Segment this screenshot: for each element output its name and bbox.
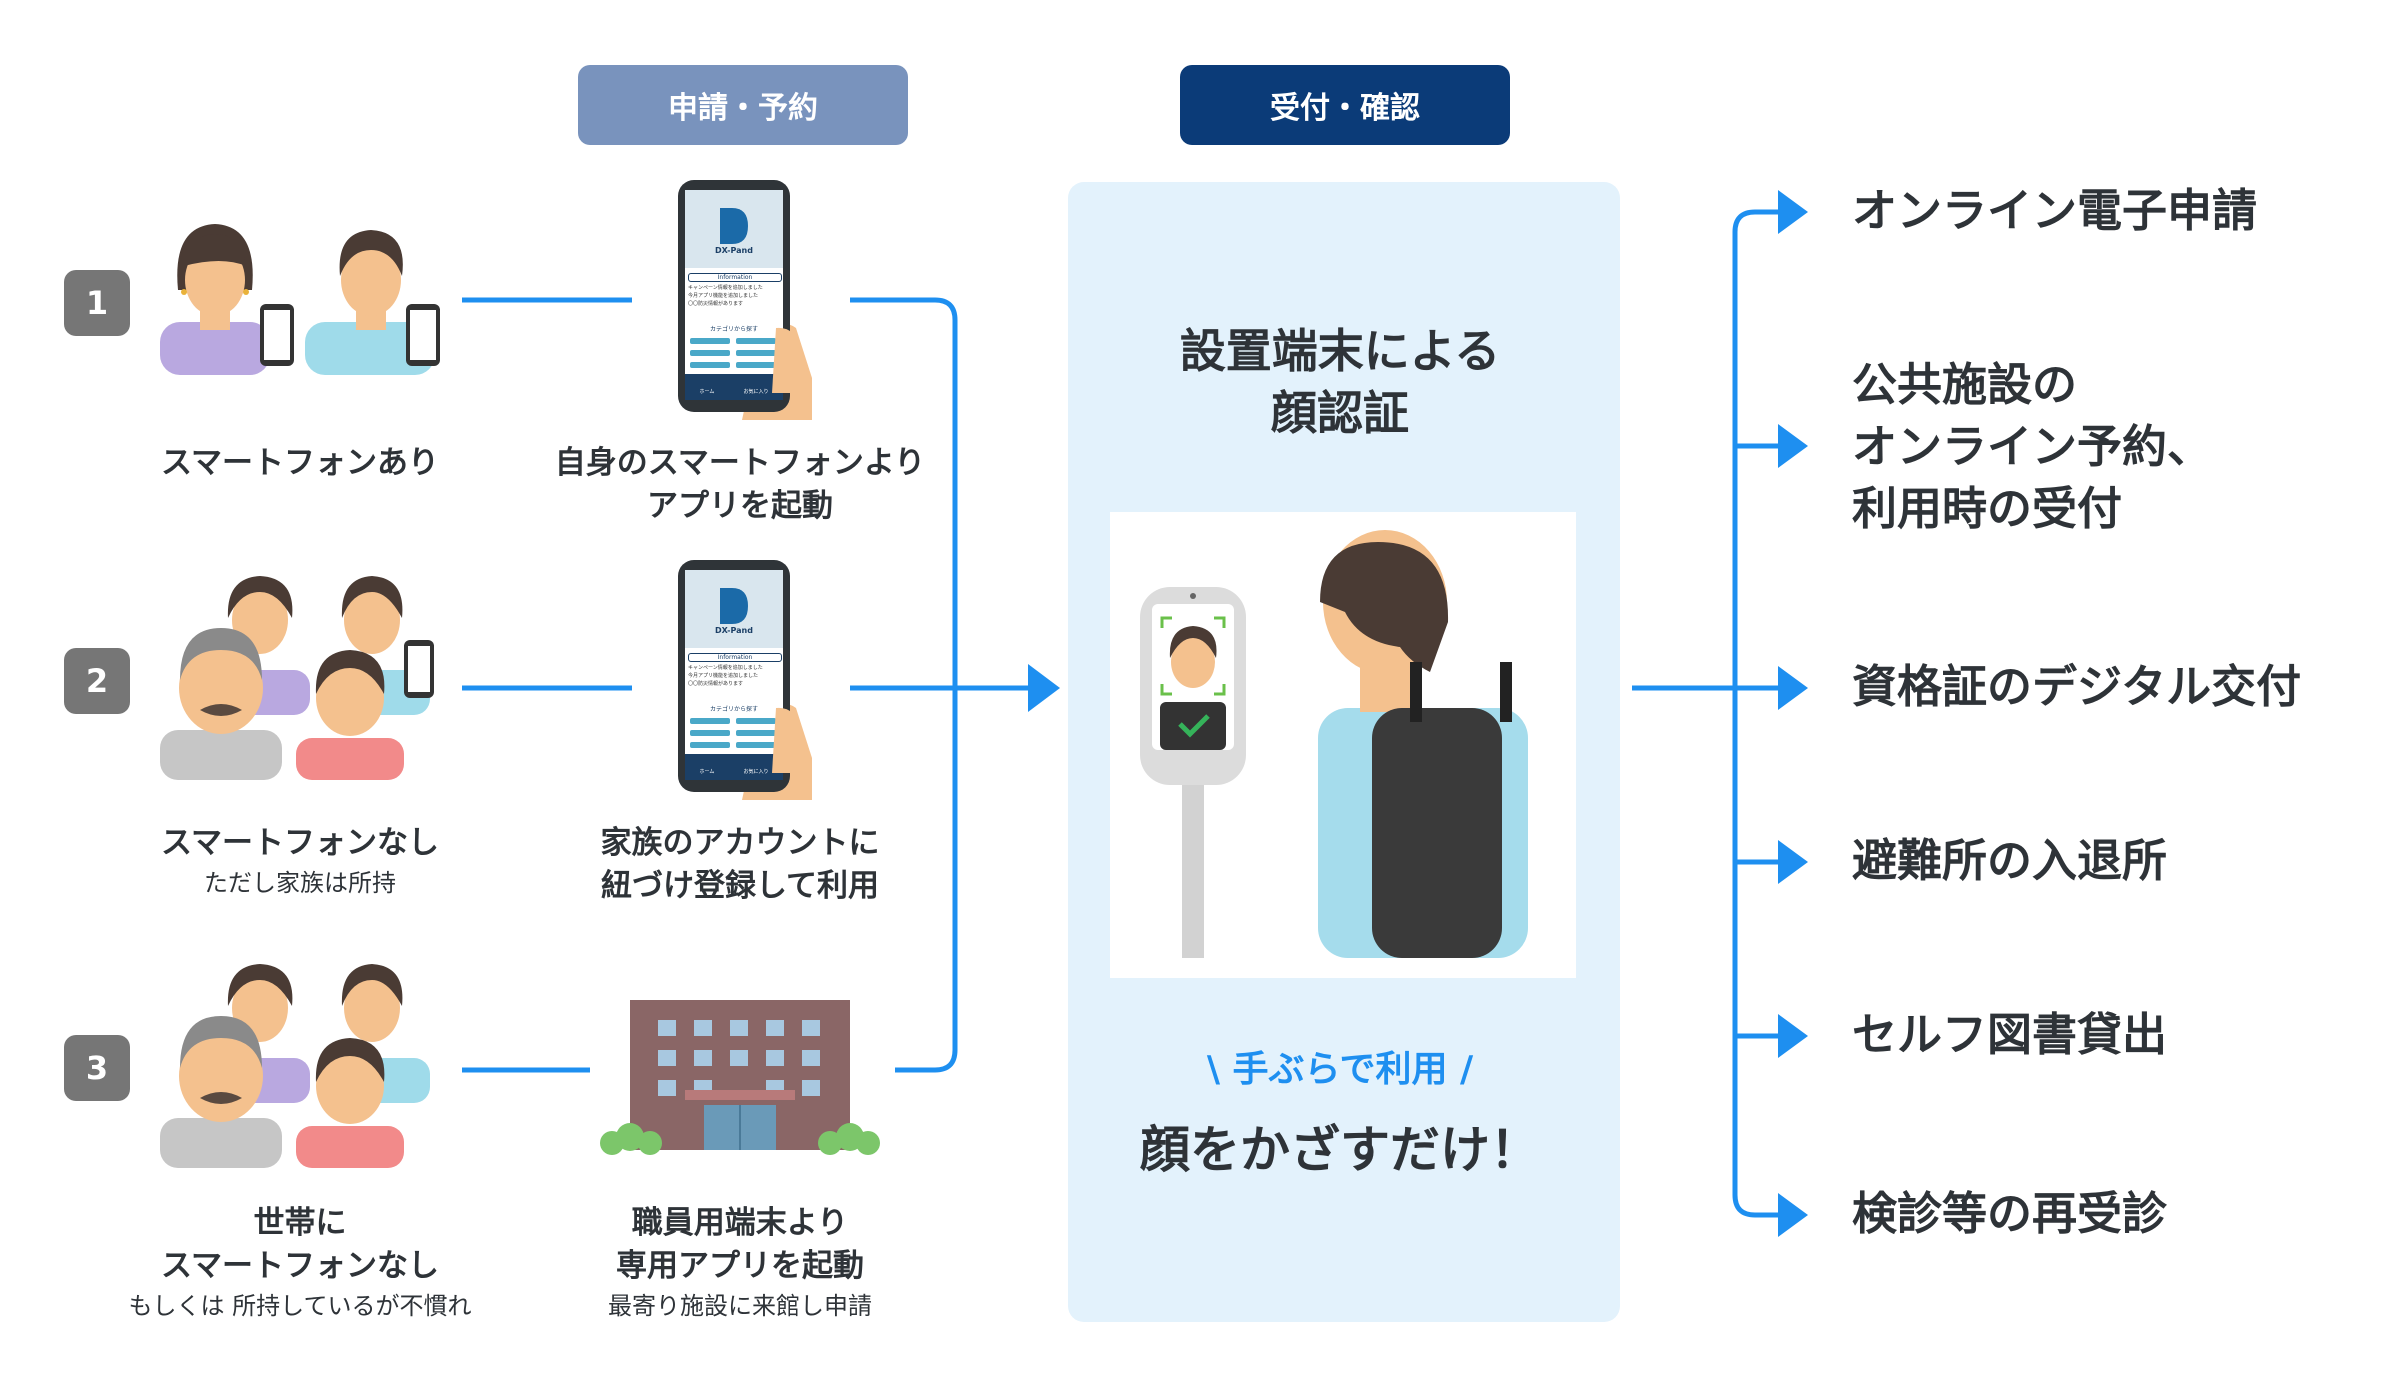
arrow-to-panel-icon — [1028, 664, 1060, 712]
row-1-method-label: 自身のスマートフォンより アプリを起動 — [554, 445, 926, 524]
row-2-method-label: 家族のアカウントに 紐づけ登録して利用 — [600, 825, 880, 904]
output-digital-certificate: 資格証のデジタル交付 — [1852, 660, 2302, 713]
headline: 顔をかざすだけ！ — [1140, 1121, 1540, 1179]
row-2-user-label: スマートフォンなし ただし家族は所持 — [130, 822, 470, 901]
tagline: \ 手ぶらで利用 / — [1206, 1049, 1474, 1090]
connector-branch-line — [1732, 209, 1780, 1218]
output-shelter-entry: 避難所の入退所 — [1852, 834, 2168, 887]
row-3-method-sub: 最寄り施設に来館し申請 — [608, 1292, 872, 1320]
row-3-user-label: 世帯に スマートフォンなし もしくは 所持しているが不慣れ — [100, 1202, 500, 1324]
phone-bottom-nav: ホームお気に入り — [699, 769, 769, 775]
row-2-badge: 2 — [64, 648, 130, 714]
arrow-output2-icon — [1778, 424, 1808, 468]
phone-logo: DX-Pand — [715, 246, 753, 255]
output-checkup-revisit: 検診等の再受診 — [1852, 1187, 2168, 1240]
row-2-user-sub: ただし家族は所持 — [204, 869, 396, 897]
office-building-icon — [600, 1000, 880, 1155]
household-group-icon — [160, 964, 430, 1168]
smartphone-app-row2: DX-Pand Information キャンペーン情報を追加しました 今月アプ… — [672, 558, 820, 800]
family-group-icon — [160, 576, 434, 780]
arrow-output1-icon — [1778, 190, 1808, 234]
row-1-badge: 1 — [64, 270, 130, 336]
face-auth-title: 設置端末による 顔認証 — [1179, 324, 1501, 440]
row-1-user-label: スマートフォンあり — [160, 445, 440, 481]
kiosk-illustration — [1110, 512, 1576, 978]
row-3-user-sub: もしくは 所持しているが不慣れ — [128, 1292, 472, 1320]
output-self-checkout: セルフ図書貸出 — [1852, 1008, 2168, 1061]
phone-category-button: カテゴリから探す — [709, 326, 758, 333]
arrow-output3-icon — [1778, 666, 1808, 710]
arrow-output5-icon — [1778, 1014, 1808, 1058]
phone-info-header: Information — [688, 273, 782, 282]
arrow-output6-icon — [1778, 1193, 1808, 1237]
phone-info-header: Information — [688, 653, 782, 662]
smartphone-app-row1: DX-Pand Information キャンペーン情報を追加しました 今月アプ… — [672, 178, 820, 420]
arrow-output4-icon — [1778, 840, 1808, 884]
reception-column-header: 受付・確認 — [1180, 65, 1510, 145]
row-3-method-label: 職員用端末より 専用アプリを起動 最寄り施設に来館し申請 — [530, 1202, 950, 1324]
connector-merge-line — [850, 297, 958, 1073]
phone-category-button: カテゴリから探す — [709, 706, 758, 713]
phone-logo: DX-Pand — [715, 626, 753, 635]
phone-info-list: キャンペーン情報を追加しました 今月アプリ機能を追加しました 〇〇防災情報があり… — [688, 665, 763, 687]
apply-column-header: 申請・予約 — [578, 65, 908, 145]
output-online-application: オンライン電子申請 — [1852, 184, 2258, 237]
phone-info-list: キャンペーン情報を追加しました 今月アプリ機能を追加しました 〇〇防災情報があり… — [688, 285, 763, 307]
output-facility-reservation: 公共施設の オンライン予約、 利用時の受付 — [1852, 358, 2213, 535]
phone-bottom-nav: ホームお気に入り — [699, 389, 769, 395]
row-3-badge: 3 — [64, 1035, 130, 1101]
people-with-smartphones-icon — [160, 224, 440, 375]
